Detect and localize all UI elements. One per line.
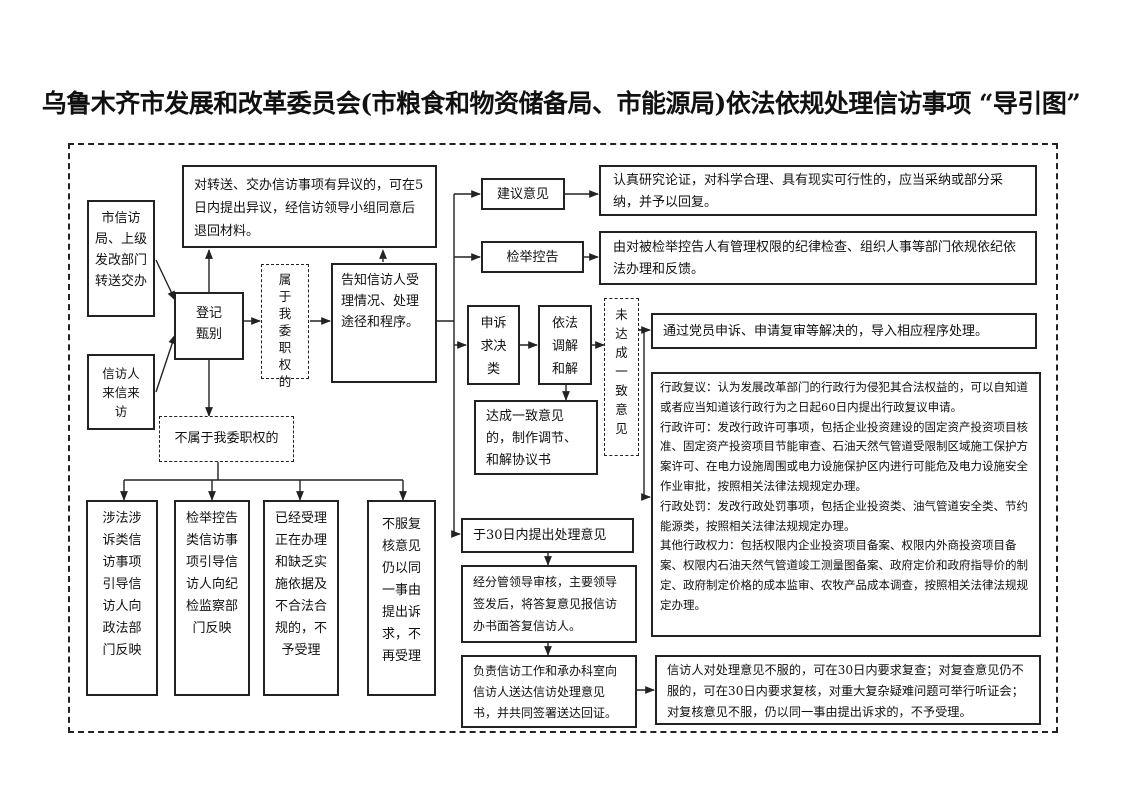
dashed-frame: [68, 143, 1058, 733]
page-title: 乌鲁木齐市发展和改革委员会(市粮食和物资储备局、市能源局)依法依规处理信访事项 …: [41, 89, 1081, 118]
objection-box: 对转送、交办信访事项有异议的，可在5日内提出异议，经信访领导小组同意后退回材料。: [182, 165, 437, 248]
suggestion-result-box: 认真研究论证，对科学合理、具有现实可行性的，应当采纳或部分采纳，并予以回复。: [599, 165, 1037, 216]
not-reached-box: 未达成一致意见: [604, 298, 639, 456]
not-in-scope-box: 不属于我委职权的: [159, 416, 294, 462]
visit-source-box: 信访人来信来访: [87, 354, 155, 430]
legal-review-text: 行政复议：认为发展改革部门的行政行为侵犯其合法权益的，可以自知道或者应当知道该行…: [660, 380, 1028, 414]
outside-repeat-box: 不服复核意见仍以同一事由提出诉求，不再受理: [367, 500, 436, 696]
report-result-box: 由对被检举控告人有管理权限的纪律检查、组织人事等部门依规依纪依法办理和反馈。: [599, 231, 1037, 285]
suggestion-box: 建议意见: [481, 178, 565, 210]
inform-box: 告知信访人受理情况、处理途径和程序。: [331, 263, 437, 383]
appeal-box: 申诉求决类: [467, 305, 520, 385]
in-scope-box: 属于我委职权的: [261, 264, 309, 389]
final-box: 信访人对处理意见不服的，可在30日内要求复查；对复查意见仍不服的，可在30日内要…: [655, 655, 1041, 725]
transfer-source-box: 市信访局、上级发改部门转送交办: [87, 200, 155, 317]
legal-other-text: 其他行政权力：包括权限内企业投资项目备案、权限内外商投资项目备案、权限内石油天然…: [660, 538, 1028, 612]
legal-license-text: 行政许可：发改行政许可事项，包括企业投资建设的固定资产投资项目核准、固定资产投资…: [660, 419, 1028, 493]
agreement-box: 达成一致意见的，制作调节、和解协议书: [474, 400, 598, 475]
outside-discipline-box: 检举控告类信访事项引导信访人向纪检监察部门反映: [174, 500, 250, 696]
report-box: 检举控告: [481, 241, 584, 273]
mediation-box: 依法调解和解: [538, 305, 592, 385]
opinion-30-box: 于30日内提出处理意见: [461, 518, 634, 553]
register-box: 登记甄别: [174, 292, 244, 360]
delivery-box: 负责信访工作和承办科室向信访人送达信访处理意见书，并共同签署送达回证。: [461, 655, 637, 728]
outside-legal-box: 涉法涉诉类信访事项引导信访人向政法部门反映: [86, 500, 158, 696]
party-path-box: 通过党员申诉、申请复审等解决的，导入相应程序处理。: [651, 313, 1037, 349]
legal-penalty-text: 行政处罚：发改行政处罚事项，包括企业投资类、油气管道安全类、节约能源类，按照相关…: [660, 498, 1028, 533]
outside-rejected-box: 已经受理正在办理和缺乏实施依据及不合法合规的，不予受理: [263, 500, 339, 696]
legal-paths-box: 行政复议：认为发展改革部门的行政行为侵犯其合法权益的，可以自知道或者应当知道该行…: [651, 372, 1041, 637]
review-box: 经分管领导审核，主要领导签发后，将答复意见报信访办书面答复信访人。: [461, 565, 637, 643]
